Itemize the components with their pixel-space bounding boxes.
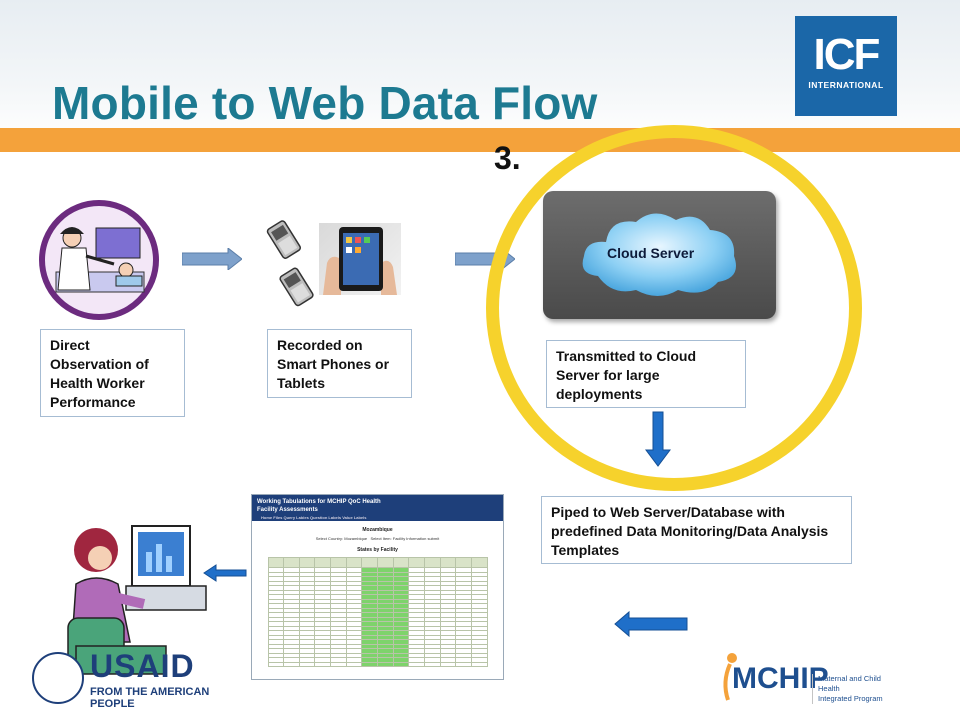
table-header-cell bbox=[283, 557, 300, 568]
table-row bbox=[267, 657, 488, 663]
mchip-subtext-line1: Maternal and Child Health bbox=[818, 674, 881, 693]
table-cell bbox=[298, 661, 316, 667]
table-header-row bbox=[267, 557, 488, 568]
table-cell bbox=[439, 661, 457, 667]
mchip-logo-subtext: Maternal and Child Health Integrated Pro… bbox=[812, 674, 904, 704]
table-cell bbox=[423, 661, 441, 667]
table-cell bbox=[314, 661, 332, 667]
table-cell bbox=[345, 661, 363, 667]
web-report-nav: Home Files Query Lables Question Labels … bbox=[261, 514, 366, 522]
table-cell bbox=[408, 661, 425, 667]
table-cell bbox=[392, 661, 410, 667]
select-country-value: Mozambique bbox=[344, 536, 368, 541]
highlight-ring bbox=[486, 125, 862, 491]
web-report-header: Working Tabulations for MCHIP QoC Health… bbox=[252, 495, 503, 521]
arrow-left-icon bbox=[203, 564, 247, 582]
table-header-cell bbox=[439, 557, 457, 568]
caption-observation: Direct Observation of Health Worker Perf… bbox=[40, 329, 185, 417]
table-cell bbox=[361, 661, 378, 667]
table-header-cell bbox=[361, 557, 378, 568]
health-worker-observation-icon bbox=[39, 200, 159, 320]
table-cell bbox=[330, 661, 347, 667]
table-row bbox=[267, 567, 488, 573]
web-report-nav-question: Question Labels bbox=[309, 515, 342, 520]
table-row bbox=[267, 634, 488, 640]
table-row bbox=[267, 607, 488, 613]
usaid-logo-subtext: FROM THE AMERICAN PEOPLE bbox=[90, 686, 210, 710]
table-header-cell bbox=[470, 557, 488, 568]
web-report-table bbox=[267, 557, 488, 667]
arrow-right-icon bbox=[182, 248, 242, 270]
slide-title: Mobile to Web Data Flow bbox=[52, 77, 598, 129]
usaid-seal-icon bbox=[32, 652, 84, 704]
table-row bbox=[267, 630, 488, 636]
tablet-photo bbox=[319, 223, 401, 295]
icf-international-logo: ICF INTERNATIONAL bbox=[795, 16, 897, 116]
table-cell bbox=[470, 661, 488, 667]
web-report-country: Mozambique bbox=[362, 527, 393, 533]
web-report-selectors: Select Country: Mozambique Select Item: … bbox=[252, 536, 503, 541]
web-report-nav-home: Home bbox=[261, 515, 273, 520]
web-report-nav-value: Value Labels bbox=[342, 515, 367, 520]
header-orange-band bbox=[0, 128, 960, 152]
table-header-cell bbox=[267, 557, 285, 568]
table-cell bbox=[267, 661, 285, 667]
select-item-label: Select Item: bbox=[370, 536, 392, 541]
step-number: 3. bbox=[494, 140, 521, 176]
table-row bbox=[267, 594, 488, 600]
web-report-nav-query: Query Lables bbox=[283, 515, 309, 520]
table-cell bbox=[376, 661, 394, 667]
table-header-cell bbox=[298, 557, 316, 568]
arrow-down-icon bbox=[642, 410, 674, 468]
table-row bbox=[267, 661, 488, 667]
arrow-left-icon bbox=[613, 610, 689, 638]
mchip-logo: MCHIP Maternal and Child Health Integrat… bbox=[718, 652, 904, 704]
table-row bbox=[267, 625, 488, 631]
web-report-title: Working Tabulations for MCHIP QoC Health… bbox=[257, 499, 381, 513]
table-header-cell bbox=[392, 557, 410, 568]
analyst-at-computer-icon bbox=[67, 525, 207, 675]
table-header-cell bbox=[376, 557, 394, 568]
table-header-cell bbox=[455, 557, 472, 568]
usaid-logo: USAID FROM THE AMERICAN PEOPLE bbox=[32, 648, 242, 710]
usaid-logo-text: USAID bbox=[90, 648, 195, 684]
table-row bbox=[267, 639, 488, 645]
web-report-screenshot: Working Tabulations for MCHIP QoC Health… bbox=[251, 494, 504, 680]
table-header-cell bbox=[314, 557, 332, 568]
table-cell bbox=[283, 661, 300, 667]
submit-button: submit bbox=[427, 536, 440, 541]
table-row bbox=[267, 598, 488, 604]
table-header-cell bbox=[345, 557, 363, 568]
web-report-nav-files: Files bbox=[273, 515, 283, 520]
smart-phone-icon bbox=[266, 220, 314, 307]
table-row bbox=[267, 643, 488, 649]
table-header-cell bbox=[330, 557, 347, 568]
table-header-cell bbox=[408, 557, 425, 568]
icf-logo-text: ICF bbox=[813, 30, 881, 79]
caption-recorded: Recorded on Smart Phones or Tablets bbox=[267, 329, 412, 398]
select-country-label: Select Country: bbox=[315, 536, 344, 541]
icf-logo-subtext: INTERNATIONAL bbox=[808, 80, 884, 90]
table-cell bbox=[455, 661, 472, 667]
caption-piped: Piped to Web Server/Database with predef… bbox=[541, 496, 852, 564]
select-item-value: Facility Information bbox=[392, 536, 427, 541]
mchip-subtext-line2: Integrated Program bbox=[818, 694, 883, 703]
mchip-figure-icon bbox=[723, 653, 737, 701]
web-report-table-title: States by Facility bbox=[357, 547, 398, 553]
table-header-cell bbox=[423, 557, 441, 568]
caption-transmitted: Transmitted to Cloud Server for large de… bbox=[546, 340, 746, 408]
tablet-icon bbox=[323, 227, 397, 295]
